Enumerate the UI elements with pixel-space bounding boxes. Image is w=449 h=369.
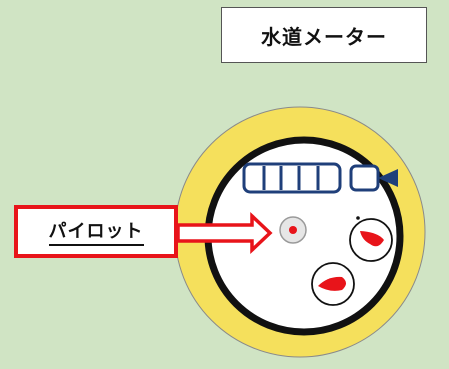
meter-title: 水道メーター [221,7,427,63]
pilot-label-box: パイロット [14,205,178,258]
arrow-icon [176,211,273,255]
pilot-indicator-icon [279,216,307,244]
counter-window [242,162,342,194]
pilot-label: パイロット [48,217,144,246]
counter-small-window [349,164,398,192]
dial-needle-icon [311,262,355,306]
dial-needle-icon [349,216,393,262]
